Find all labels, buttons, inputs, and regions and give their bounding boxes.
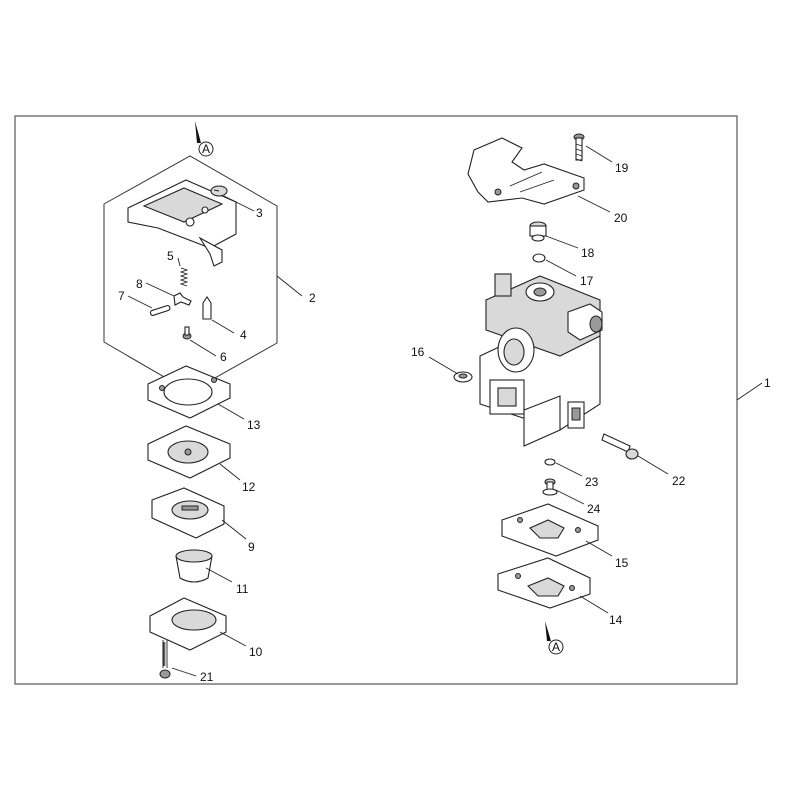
callout-15: 15 [615, 556, 629, 570]
view-marker-bottom-label: A [552, 640, 560, 654]
view-marker-top: A [195, 121, 214, 157]
callout-9: 9 [248, 540, 255, 554]
part-6-screw [182, 326, 192, 340]
part-3-cover-body [127, 179, 237, 267]
leader-lines [127, 145, 763, 677]
callout-1: 1 [764, 376, 771, 390]
view-marker-bottom: A [545, 621, 564, 655]
assembly-frame [14, 115, 738, 685]
callout-7: 7 [118, 289, 125, 303]
part-10-cover-plate [149, 597, 227, 651]
callout-13: 13 [247, 418, 261, 432]
part-19-bolt [573, 133, 585, 162]
part-20-bracket-plate [467, 137, 585, 205]
callout-24: 24 [587, 502, 601, 516]
part-15-gasket [501, 503, 599, 557]
callout-11: 11 [236, 582, 249, 596]
callout-14: 14 [609, 613, 623, 627]
callout-10: 10 [249, 645, 263, 659]
part-11-cup [175, 549, 213, 583]
part-18-plug-screw [529, 221, 547, 242]
part-4-needle-valve [202, 296, 212, 320]
callout-5: 5 [167, 249, 174, 263]
part-16-plug [453, 371, 473, 383]
callout-22: 22 [672, 474, 686, 488]
callout-2: 2 [309, 291, 316, 305]
callout-19: 19 [615, 161, 629, 175]
callout-21: 21 [200, 670, 214, 684]
part-5-spring [179, 267, 189, 287]
part-8-lever [173, 292, 192, 306]
callout-20: 20 [614, 211, 628, 225]
part-14-gasket [497, 557, 591, 609]
callout-17: 17 [580, 274, 594, 288]
callout-4: 4 [240, 328, 247, 342]
part-17-washer [532, 253, 546, 263]
part-23-o-ring [544, 458, 556, 466]
callout-12: 12 [242, 480, 256, 494]
callout-3: 3 [256, 206, 263, 220]
callout-23: 23 [585, 475, 599, 489]
callout-18: 18 [581, 246, 595, 260]
part-22-adjusting-needle [601, 433, 639, 460]
part-7-pin [149, 304, 171, 316]
part-21-long-screw [159, 640, 171, 679]
callout-6: 6 [220, 350, 227, 364]
part-13-gasket [147, 365, 231, 419]
part-9-pump-body [151, 487, 225, 539]
subassembly-hexagon [103, 155, 278, 393]
carburetor-main-body [479, 273, 603, 447]
callout-labels: 1 2 3 4 5 6 7 8 9 10 11 12 13 14 15 16 1… [118, 161, 771, 684]
view-marker-top-label: A [202, 142, 210, 156]
callout-16: 16 [411, 345, 425, 359]
part-24-pin-plug [542, 478, 558, 496]
part-12-diaphragm [147, 425, 231, 479]
callout-8: 8 [136, 277, 143, 291]
